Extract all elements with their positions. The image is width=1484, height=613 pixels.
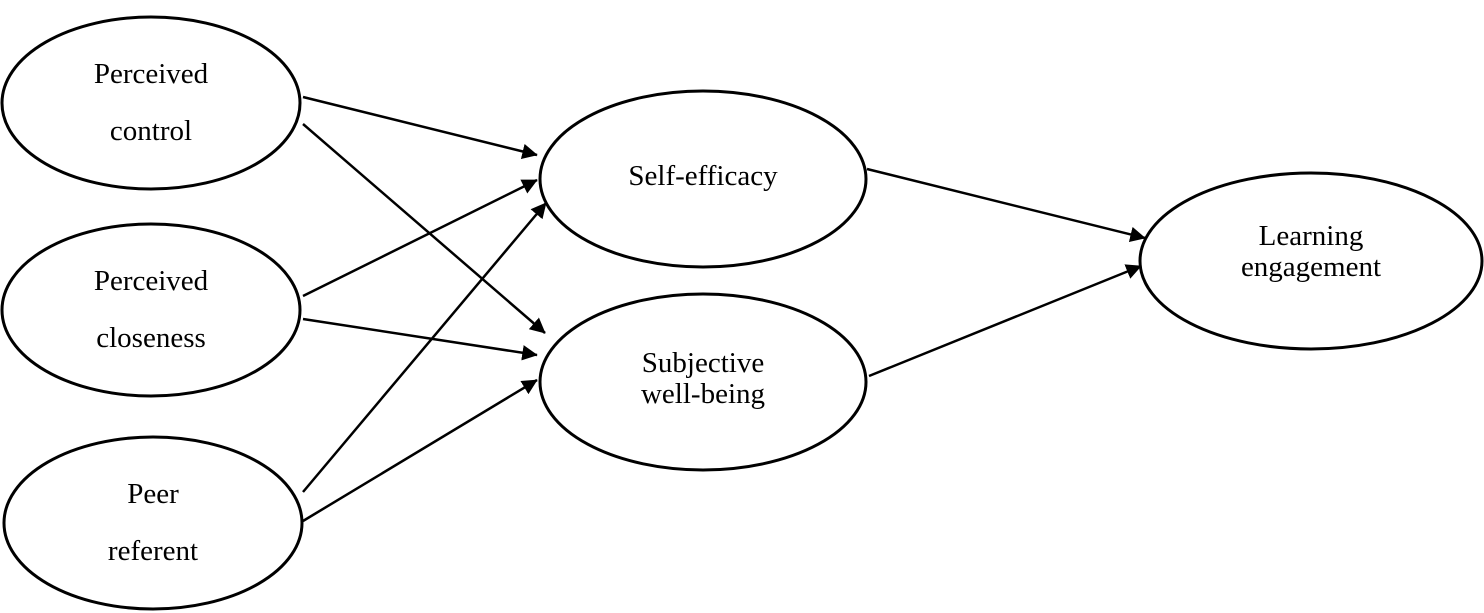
subjective-well-being-ellipse [538, 292, 868, 472]
arrow-peer-to-self-efficacy [302, 202, 547, 493]
arrow-control-to-self-efficacy [302, 95, 538, 159]
peer-referent-ellipse [2, 435, 304, 611]
perceived-closeness-ellipse [0, 222, 302, 398]
arrow-closeness-to-self-efficacy [302, 178, 538, 298]
perceived-control-line1: Perceived [93, 58, 209, 90]
arrow-control-to-well-being [302, 123, 546, 334]
arrow-closeness-to-well-being [302, 317, 538, 361]
learning-engagement-label: Learning engagement [1140, 167, 1482, 337]
self-efficacy-ellipse [538, 89, 868, 269]
arrow-peer-to-well-being [302, 378, 538, 523]
arrow-well-being-to-engagement [868, 264, 1142, 378]
self-efficacy-label: Self-efficacy [540, 91, 866, 261]
perceived-closeness-line1: Perceived [93, 265, 209, 297]
learning-engagement-line1: Learning [1258, 220, 1364, 252]
perceived-control-ellipse [0, 15, 302, 191]
perceived-closeness-line2: closeness [96, 322, 206, 354]
subjective-well-being-label: Subjective well-being [540, 294, 866, 464]
subjective-well-being-line1: Subjective [641, 347, 765, 379]
arrow-self-efficacy-to-engagement [866, 167, 1146, 242]
self-efficacy-line1: Self-efficacy [628, 159, 778, 192]
peer-referent-line2: referent [107, 535, 199, 567]
peer-referent-line1: Peer [127, 478, 179, 510]
learning-engagement-ellipse [1138, 171, 1484, 351]
perceived-closeness-label: Perceived closeness [2, 224, 300, 396]
peer-referent-label: Peer referent [4, 437, 302, 609]
subjective-well-being-line2: well-being [640, 378, 765, 410]
perceived-control-line2: control [109, 115, 193, 147]
perceived-control-label: Perceived control [2, 17, 300, 189]
learning-engagement-line2: engagement [1240, 251, 1382, 283]
